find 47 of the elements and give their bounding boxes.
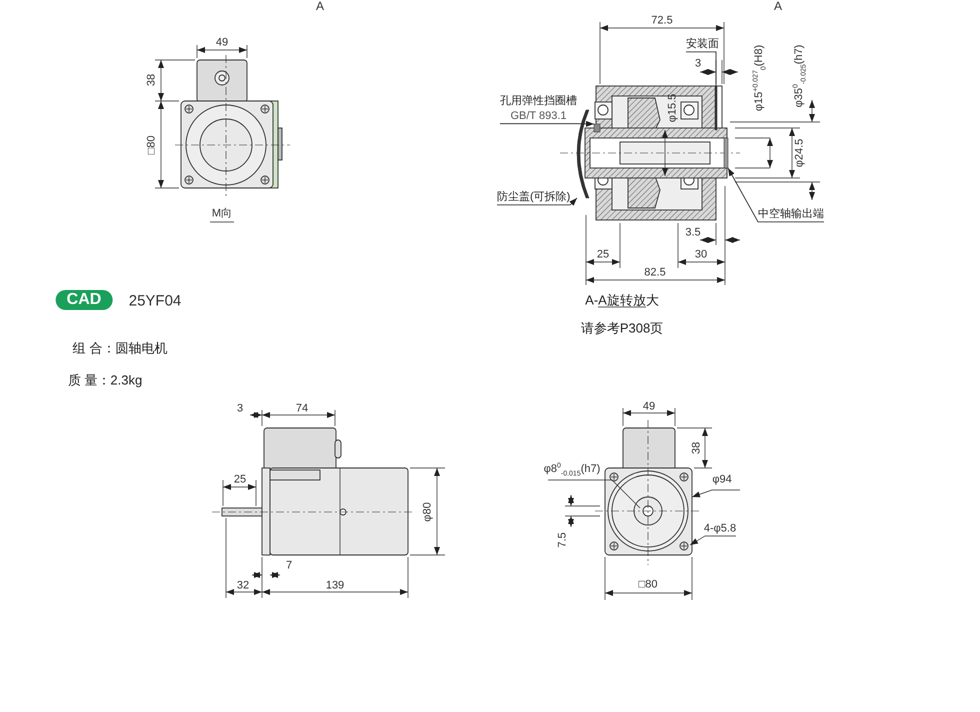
section-title: A-A旋转放大 — [585, 294, 659, 306]
dimension-label: φ24.5 — [794, 138, 806, 168]
model-number: 25YF04 — [128, 294, 182, 308]
leader-line — [500, 120, 594, 127]
dimension-label: 38 — [146, 74, 158, 86]
dimension-label: 3.5 — [685, 228, 701, 238]
dimension-label: 32 — [236, 580, 250, 592]
spec-text: 质 量：2.3kg — [68, 374, 142, 386]
dimension-label: 72.5 — [651, 16, 673, 26]
dimension-label: 38 — [692, 442, 702, 454]
dust-cover — [576, 110, 590, 198]
hollow-shaft-end — [724, 138, 728, 168]
dimension-label: 25 — [234, 474, 246, 486]
leader-line — [728, 168, 824, 222]
dimension-label: φ80 — [422, 502, 434, 522]
tolerance-label: φ8$^{0}$$_{-0.015}$(h7) — [544, 462, 600, 478]
dimension-label: 3 — [236, 404, 244, 414]
mounting-face — [714, 86, 718, 130]
view-label: M向 — [212, 208, 232, 220]
dimension-label: □80 — [638, 580, 658, 590]
dimension-label: 49 — [216, 38, 228, 48]
dimension-label: φ15.5 — [668, 94, 678, 122]
dimension-label: 82.5 — [644, 268, 666, 278]
callout-text: 安装面 — [686, 37, 719, 52]
dimension-label: 7 — [286, 560, 292, 572]
dimension-label: 7.5 — [558, 532, 568, 548]
dimension-label: 139 — [326, 580, 344, 592]
note-text: 请参考P308页 — [580, 322, 664, 334]
dimension-label: 74 — [296, 404, 308, 414]
callout-text: 中空轴输出端 — [758, 207, 824, 222]
leader-line — [496, 198, 578, 206]
section-mark: A — [774, 0, 782, 12]
dimension-label: 4-φ5.8 — [704, 524, 736, 534]
retaining-ring-groove — [594, 124, 600, 132]
cad-badge: CAD — [56, 290, 112, 310]
callout-text: GB/T 893.1 — [509, 108, 568, 124]
spec-text: 组 合：圆轴电机 — [72, 342, 168, 354]
dimension-label: □80 — [146, 136, 158, 154]
callout-text: 孔用弹性挡圈槽 — [500, 94, 577, 109]
dimension-label: φ94 — [712, 474, 732, 486]
leader-line — [686, 51, 716, 86]
section-mark: A — [316, 0, 324, 12]
dimension-label: 3 — [694, 58, 702, 70]
callout-text: 防尘盖(可拆除) — [497, 190, 570, 205]
dimension-label: 25 — [596, 250, 610, 260]
dimension-label: 49 — [642, 402, 656, 412]
dimension-label: 30 — [694, 250, 708, 260]
